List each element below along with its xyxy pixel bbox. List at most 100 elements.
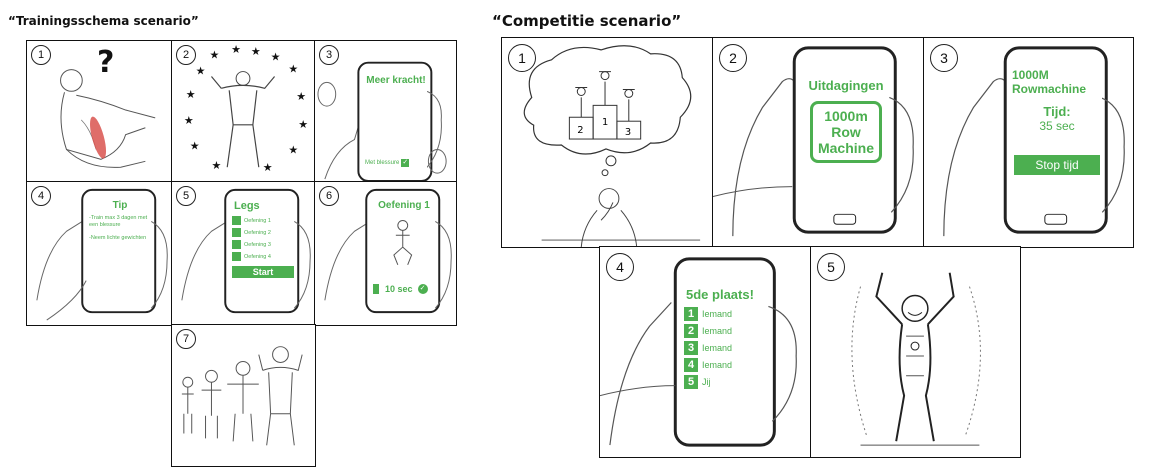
- svg-text:★: ★: [296, 91, 306, 103]
- training-panel-1: 1 ?: [26, 40, 173, 183]
- rank-name: Iemand: [702, 326, 733, 336]
- svg-text:1: 1: [602, 117, 608, 128]
- rank-name: Iemand: [702, 309, 733, 319]
- svg-text:★: ★: [196, 66, 206, 78]
- activity-distance: 1000M: [1012, 68, 1049, 82]
- exercise-label: Oefening 3: [244, 241, 271, 248]
- time-value: 35 sec: [1039, 119, 1075, 133]
- phone-screen: Uitdagingen 1000m Row Machine: [803, 62, 889, 212]
- ranking-row: 1 Iemand: [684, 306, 768, 322]
- activity-machine: Rowmachine: [1012, 82, 1087, 96]
- panel-number: 1: [508, 44, 536, 72]
- tip-heading: Tip: [112, 200, 128, 211]
- exercise-checkbox[interactable]: [232, 252, 241, 261]
- stop-time-button[interactable]: Stop tijd: [1014, 155, 1100, 175]
- tip-line-2: -Neem lichte gewichten: [89, 235, 147, 241]
- screen-heading: Meer kracht!: [366, 75, 426, 86]
- panel-number: 4: [606, 253, 634, 281]
- exercise-checkbox[interactable]: [232, 228, 241, 237]
- question-mark: ?: [97, 45, 115, 80]
- panel-number: 5: [817, 253, 845, 281]
- competition-panel-1: 1 2 1 3: [501, 37, 714, 248]
- svg-text:★: ★: [298, 119, 308, 131]
- training-panel-5: 5 Legs Oefening 1 Oefening 2 Oefening 3 …: [171, 181, 316, 326]
- muscle-growth-illustration: [181, 346, 303, 446]
- svg-text:★: ★: [184, 115, 194, 127]
- time-label: Tijd:: [1043, 104, 1071, 119]
- exercise-label: Oefening 4: [244, 253, 271, 260]
- competition-panel-3: 3 1000M Rowmachine Tijd: 35 sec Stop tij…: [923, 37, 1134, 248]
- panel-number: 7: [176, 329, 196, 349]
- exercise-item[interactable]: Oefening 3: [232, 239, 294, 250]
- ranking-row: 3 Iemand: [684, 340, 768, 356]
- svg-text:★: ★: [251, 46, 261, 58]
- panel-number: 1: [31, 45, 51, 65]
- exercise-label: Oefening 2: [244, 229, 271, 236]
- panel-number: 5: [176, 186, 196, 206]
- panel-number: 2: [176, 45, 196, 65]
- right-scenario-title: “Competitie scenario”: [492, 12, 682, 30]
- exercise-checkbox[interactable]: [232, 240, 241, 249]
- ranking-heading: 5de plaats!: [686, 287, 754, 302]
- left-scenario-title: “Trainingsschema scenario”: [8, 14, 199, 28]
- phone-screen: 5de plaats! 1 Iemand 2 Iemand 3 Iemand 4…: [684, 273, 768, 423]
- exercise-heading: Oefening 1: [378, 200, 430, 211]
- competition-panel-4: 4 5de plaats! 1 Iemand 2 Iemand 3 Iemand…: [599, 246, 812, 458]
- svg-text:★: ★: [190, 140, 200, 152]
- svg-text:★: ★: [209, 50, 219, 62]
- checkbox-icon[interactable]: ✓: [401, 159, 410, 167]
- start-button[interactable]: Start: [232, 266, 294, 278]
- svg-text:★: ★: [271, 52, 281, 64]
- svg-text:2: 2: [577, 125, 583, 136]
- panel-number: 4: [31, 186, 51, 206]
- svg-text:★: ★: [288, 64, 298, 76]
- phone-screen: Oefening 1 10 sec ✓: [373, 198, 435, 302]
- training-panel-2: 2 ★★★ ★★★ ★★★ ★★★ ★★: [171, 40, 316, 183]
- ranking-row: 5 Jij: [684, 374, 768, 390]
- check-icon[interactable]: ✓: [417, 284, 428, 294]
- rank-name: Iemand: [702, 360, 733, 370]
- svg-text:★: ★: [231, 44, 241, 56]
- injured-man-illustration: [60, 69, 156, 168]
- svg-text:★: ★: [211, 160, 221, 172]
- phone-screen: Tip -Train max 3 dagen met een blessure …: [89, 198, 151, 302]
- rank-badge: 1: [684, 307, 698, 321]
- challenge-distance: 1000m: [824, 108, 868, 124]
- phone-screen: 1000M Rowmachine Tijd: 35 sec Stop tijd: [1012, 62, 1102, 212]
- exercise-item[interactable]: Oefening 4: [232, 251, 294, 262]
- tip-line-1: -Train max 3 dagen met een blessure: [89, 215, 148, 228]
- rank-badge: 5: [684, 375, 698, 389]
- training-panel-4: 4 Tip -Train max 3 dagen met een blessur…: [26, 181, 173, 326]
- hand-phone-illustration: [324, 188, 452, 314]
- phone-screen: Legs Oefening 1 Oefening 2 Oefening 3 Oe…: [232, 198, 294, 302]
- challenges-heading: Uitdagingen: [808, 78, 884, 93]
- dreaming-of-podium-illustration: 2 1 3: [523, 45, 701, 247]
- timer-row: 10 sec ✓: [373, 284, 435, 294]
- panel-number: 3: [930, 44, 958, 72]
- panel-number: 3: [319, 45, 339, 65]
- challenge-card[interactable]: 1000m Row Machine: [810, 101, 882, 163]
- competition-panel-2: 2 Uitdagingen 1000m Row Machine: [712, 37, 925, 248]
- bodybuilder-stars-illustration: ★★★ ★★★ ★★★ ★★★ ★★: [184, 44, 308, 174]
- phone-screen: Meer kracht! Met blessure ✓: [365, 71, 427, 171]
- svg-text:3: 3: [625, 127, 631, 138]
- svg-text:★: ★: [186, 89, 196, 101]
- injury-label: Met blessure: [365, 160, 400, 166]
- training-panel-6: 6 Oefening 1 10 sec ✓: [314, 181, 457, 326]
- pause-icon[interactable]: [373, 284, 379, 294]
- panel-number: 6: [319, 186, 339, 206]
- competition-panel-5: 5: [810, 246, 1021, 458]
- challenge-type-2: Machine: [817, 140, 874, 156]
- exercise-checkbox[interactable]: [232, 216, 241, 225]
- timer-value: 10 sec: [385, 284, 413, 294]
- rank-badge: 4: [684, 358, 698, 372]
- training-panel-3: 3 Meer kracht! Met blessure ✓: [314, 40, 457, 183]
- injury-toggle[interactable]: Met blessure ✓: [365, 159, 410, 167]
- challenge-type-1: Row: [831, 124, 861, 140]
- workout-heading: Legs: [234, 200, 260, 212]
- svg-text:★: ★: [288, 144, 298, 156]
- rank-badge: 2: [684, 324, 698, 338]
- exercise-item[interactable]: Oefening 1: [232, 215, 294, 226]
- exercise-item[interactable]: Oefening 2: [232, 227, 294, 238]
- rank-name: Iemand: [702, 343, 733, 353]
